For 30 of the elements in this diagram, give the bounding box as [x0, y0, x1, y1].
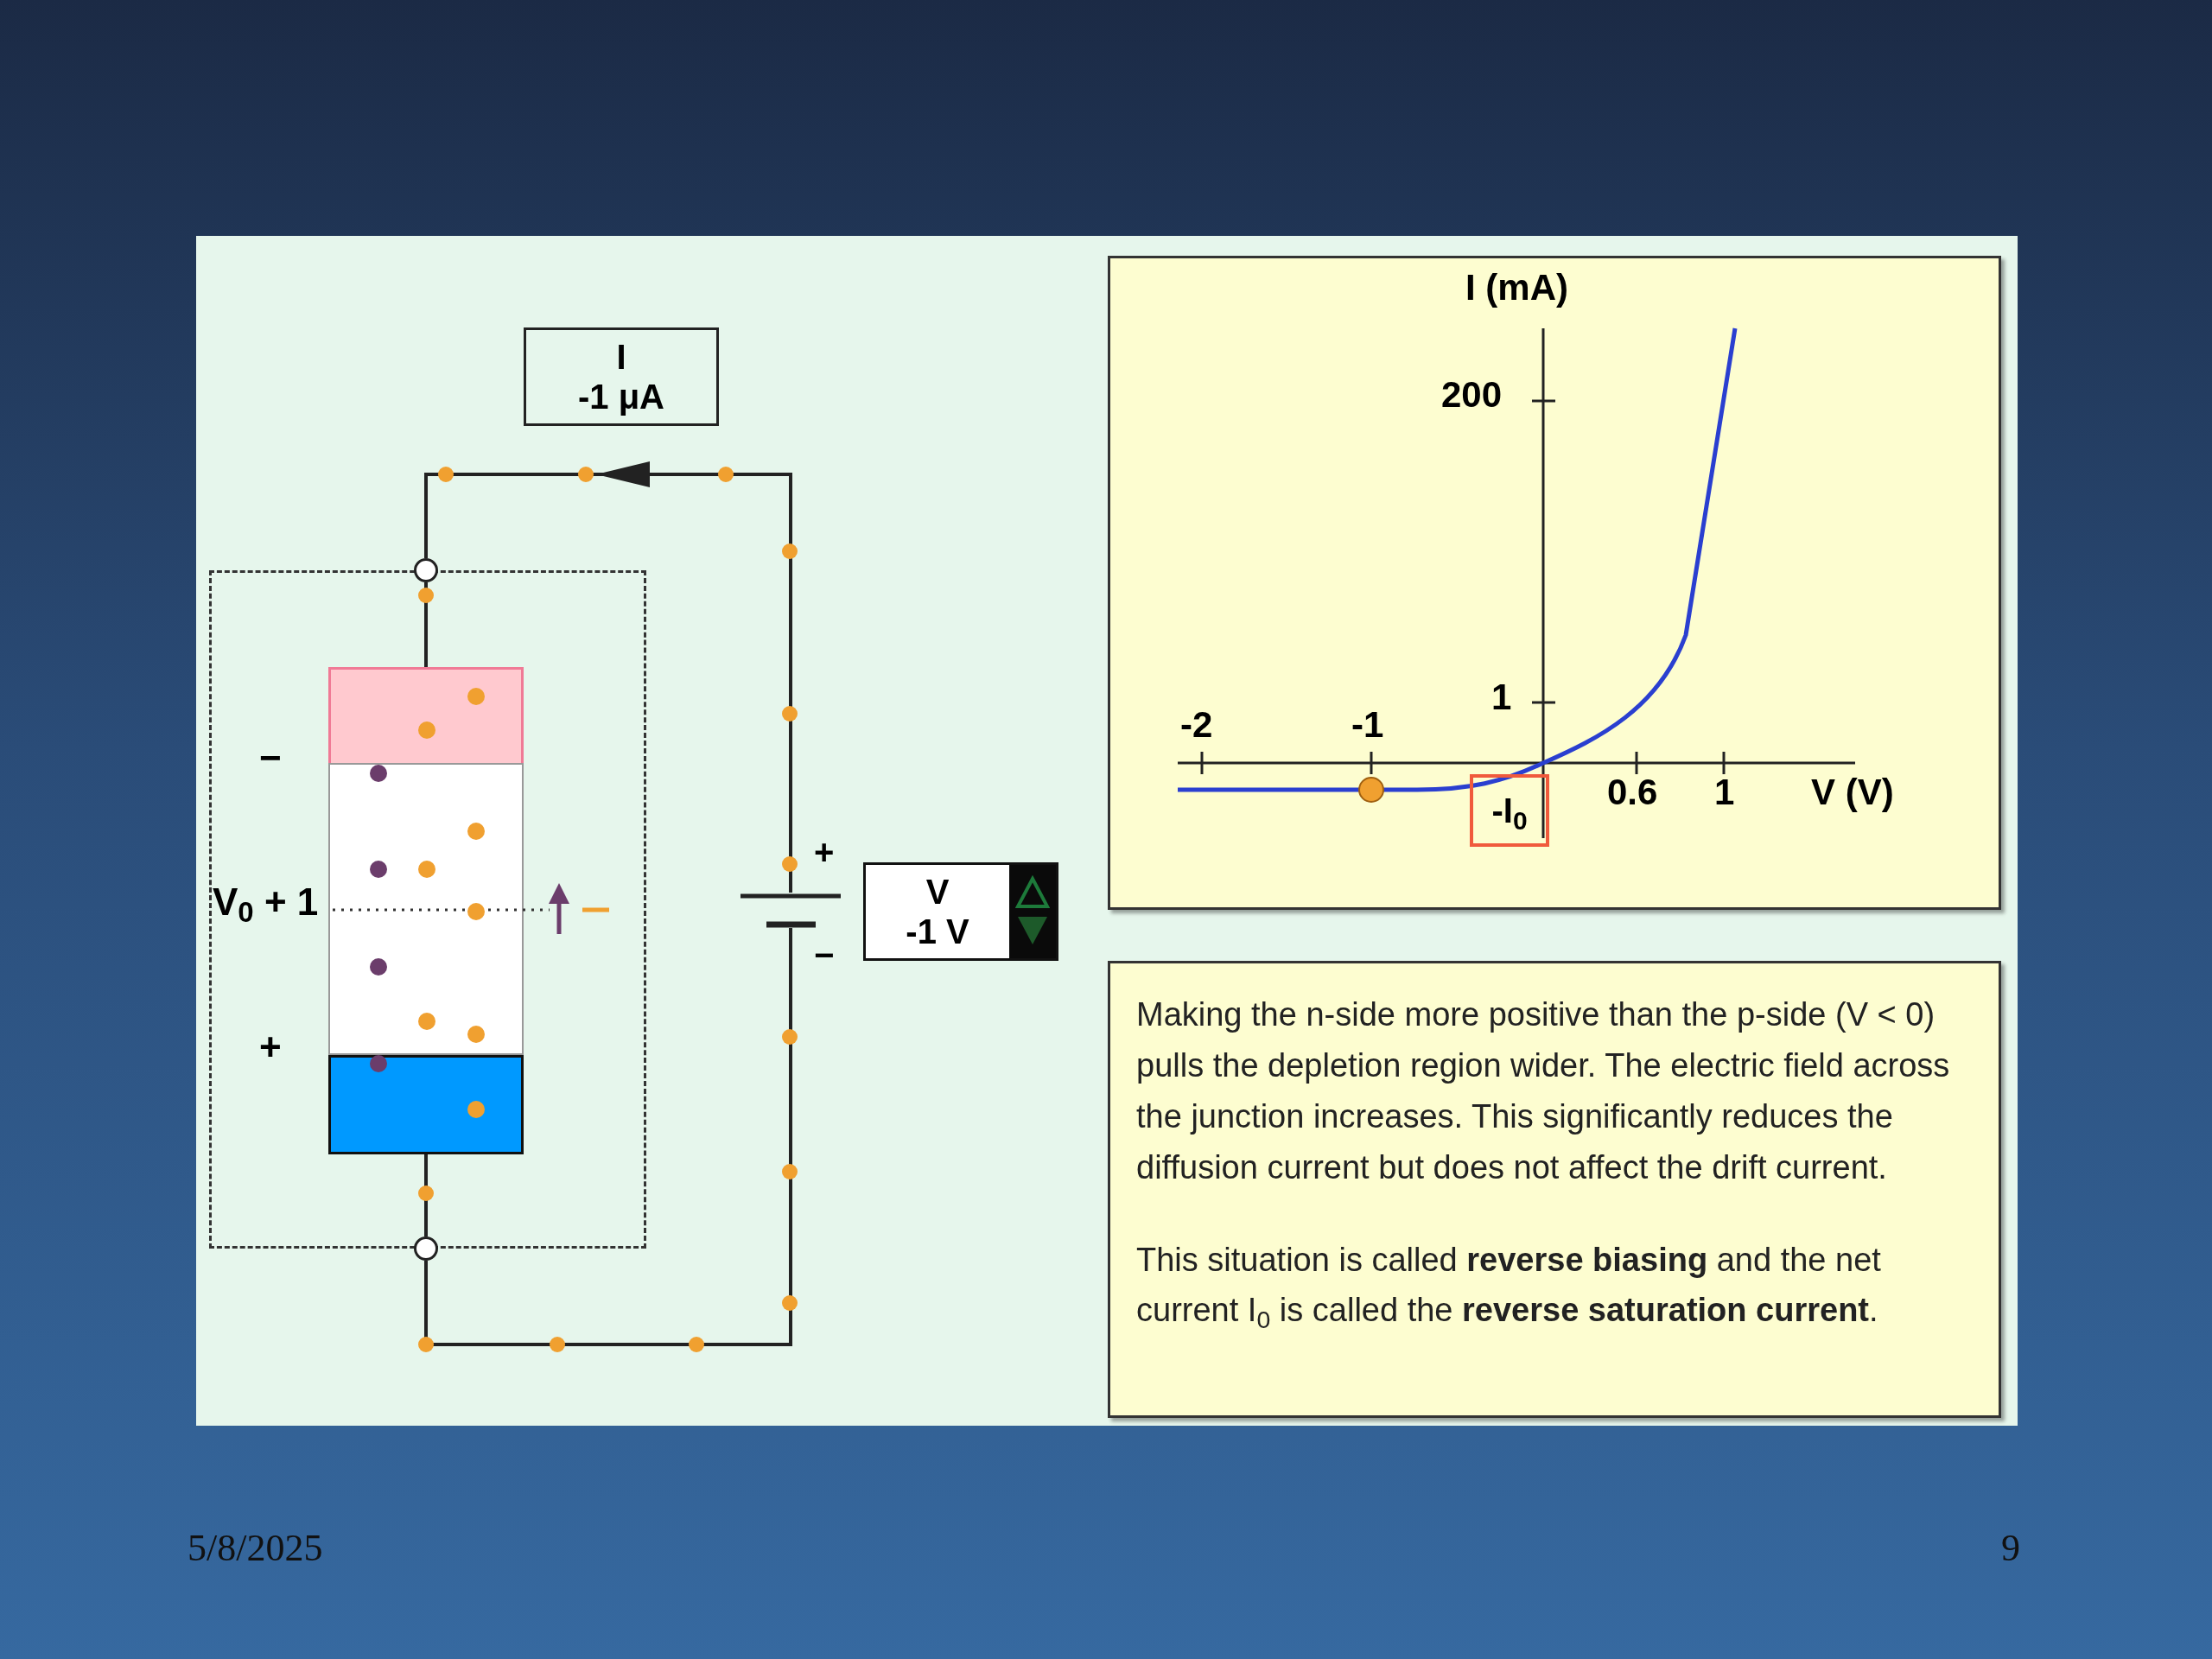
- polarity-sign: +: [259, 1028, 282, 1066]
- axis-title: I (mA): [1465, 270, 1568, 306]
- tick-label: -2: [1180, 707, 1213, 743]
- axis-marker-label: -I$_{0}$: [1491, 791, 1528, 836]
- display-text: -1 V: [906, 912, 969, 951]
- display-text: -1 μA: [577, 377, 664, 416]
- tick-label: 0.6: [1607, 774, 1658, 810]
- tick-label: 1: [1714, 774, 1735, 810]
- voltage-display: [863, 862, 1058, 961]
- polarity-sign: +: [814, 835, 835, 869]
- highlight-box: [1470, 774, 1549, 847]
- axis-title: V (V): [1811, 774, 1894, 810]
- device-boundary: [209, 570, 646, 1249]
- page-number: 9: [2001, 1529, 2020, 1567]
- display-text: V: [925, 872, 950, 912]
- tick-label: -1: [1351, 707, 1384, 743]
- n-region: [328, 1055, 524, 1154]
- tick-label: 200: [1441, 377, 1503, 413]
- tick-label: 1: [1491, 679, 1512, 715]
- polarity-sign: −: [259, 739, 282, 777]
- description-paragraph: This situation is called reverse biasing and the net current I$_{0}$ is called the reverse saturation current.: [1136, 1240, 1882, 1335]
- date-text: 5/8/2025: [188, 1529, 323, 1567]
- voltage-label: V$_{0}$ + 1: [213, 883, 319, 921]
- p-region: [328, 667, 524, 763]
- text-panel: [1108, 961, 2001, 1418]
- description-paragraph: Making the n-side more positive than the p-side (V < 0) pulls the depletion region wider. The electric field across the junction increases. This significantly reduces the diffusion current but does not affect the drift current.: [1136, 995, 1951, 1187]
- depletion-region: [328, 763, 524, 1055]
- ammeter-display: [524, 327, 719, 426]
- polarity-sign: −: [814, 938, 835, 972]
- display-text: I: [616, 337, 626, 377]
